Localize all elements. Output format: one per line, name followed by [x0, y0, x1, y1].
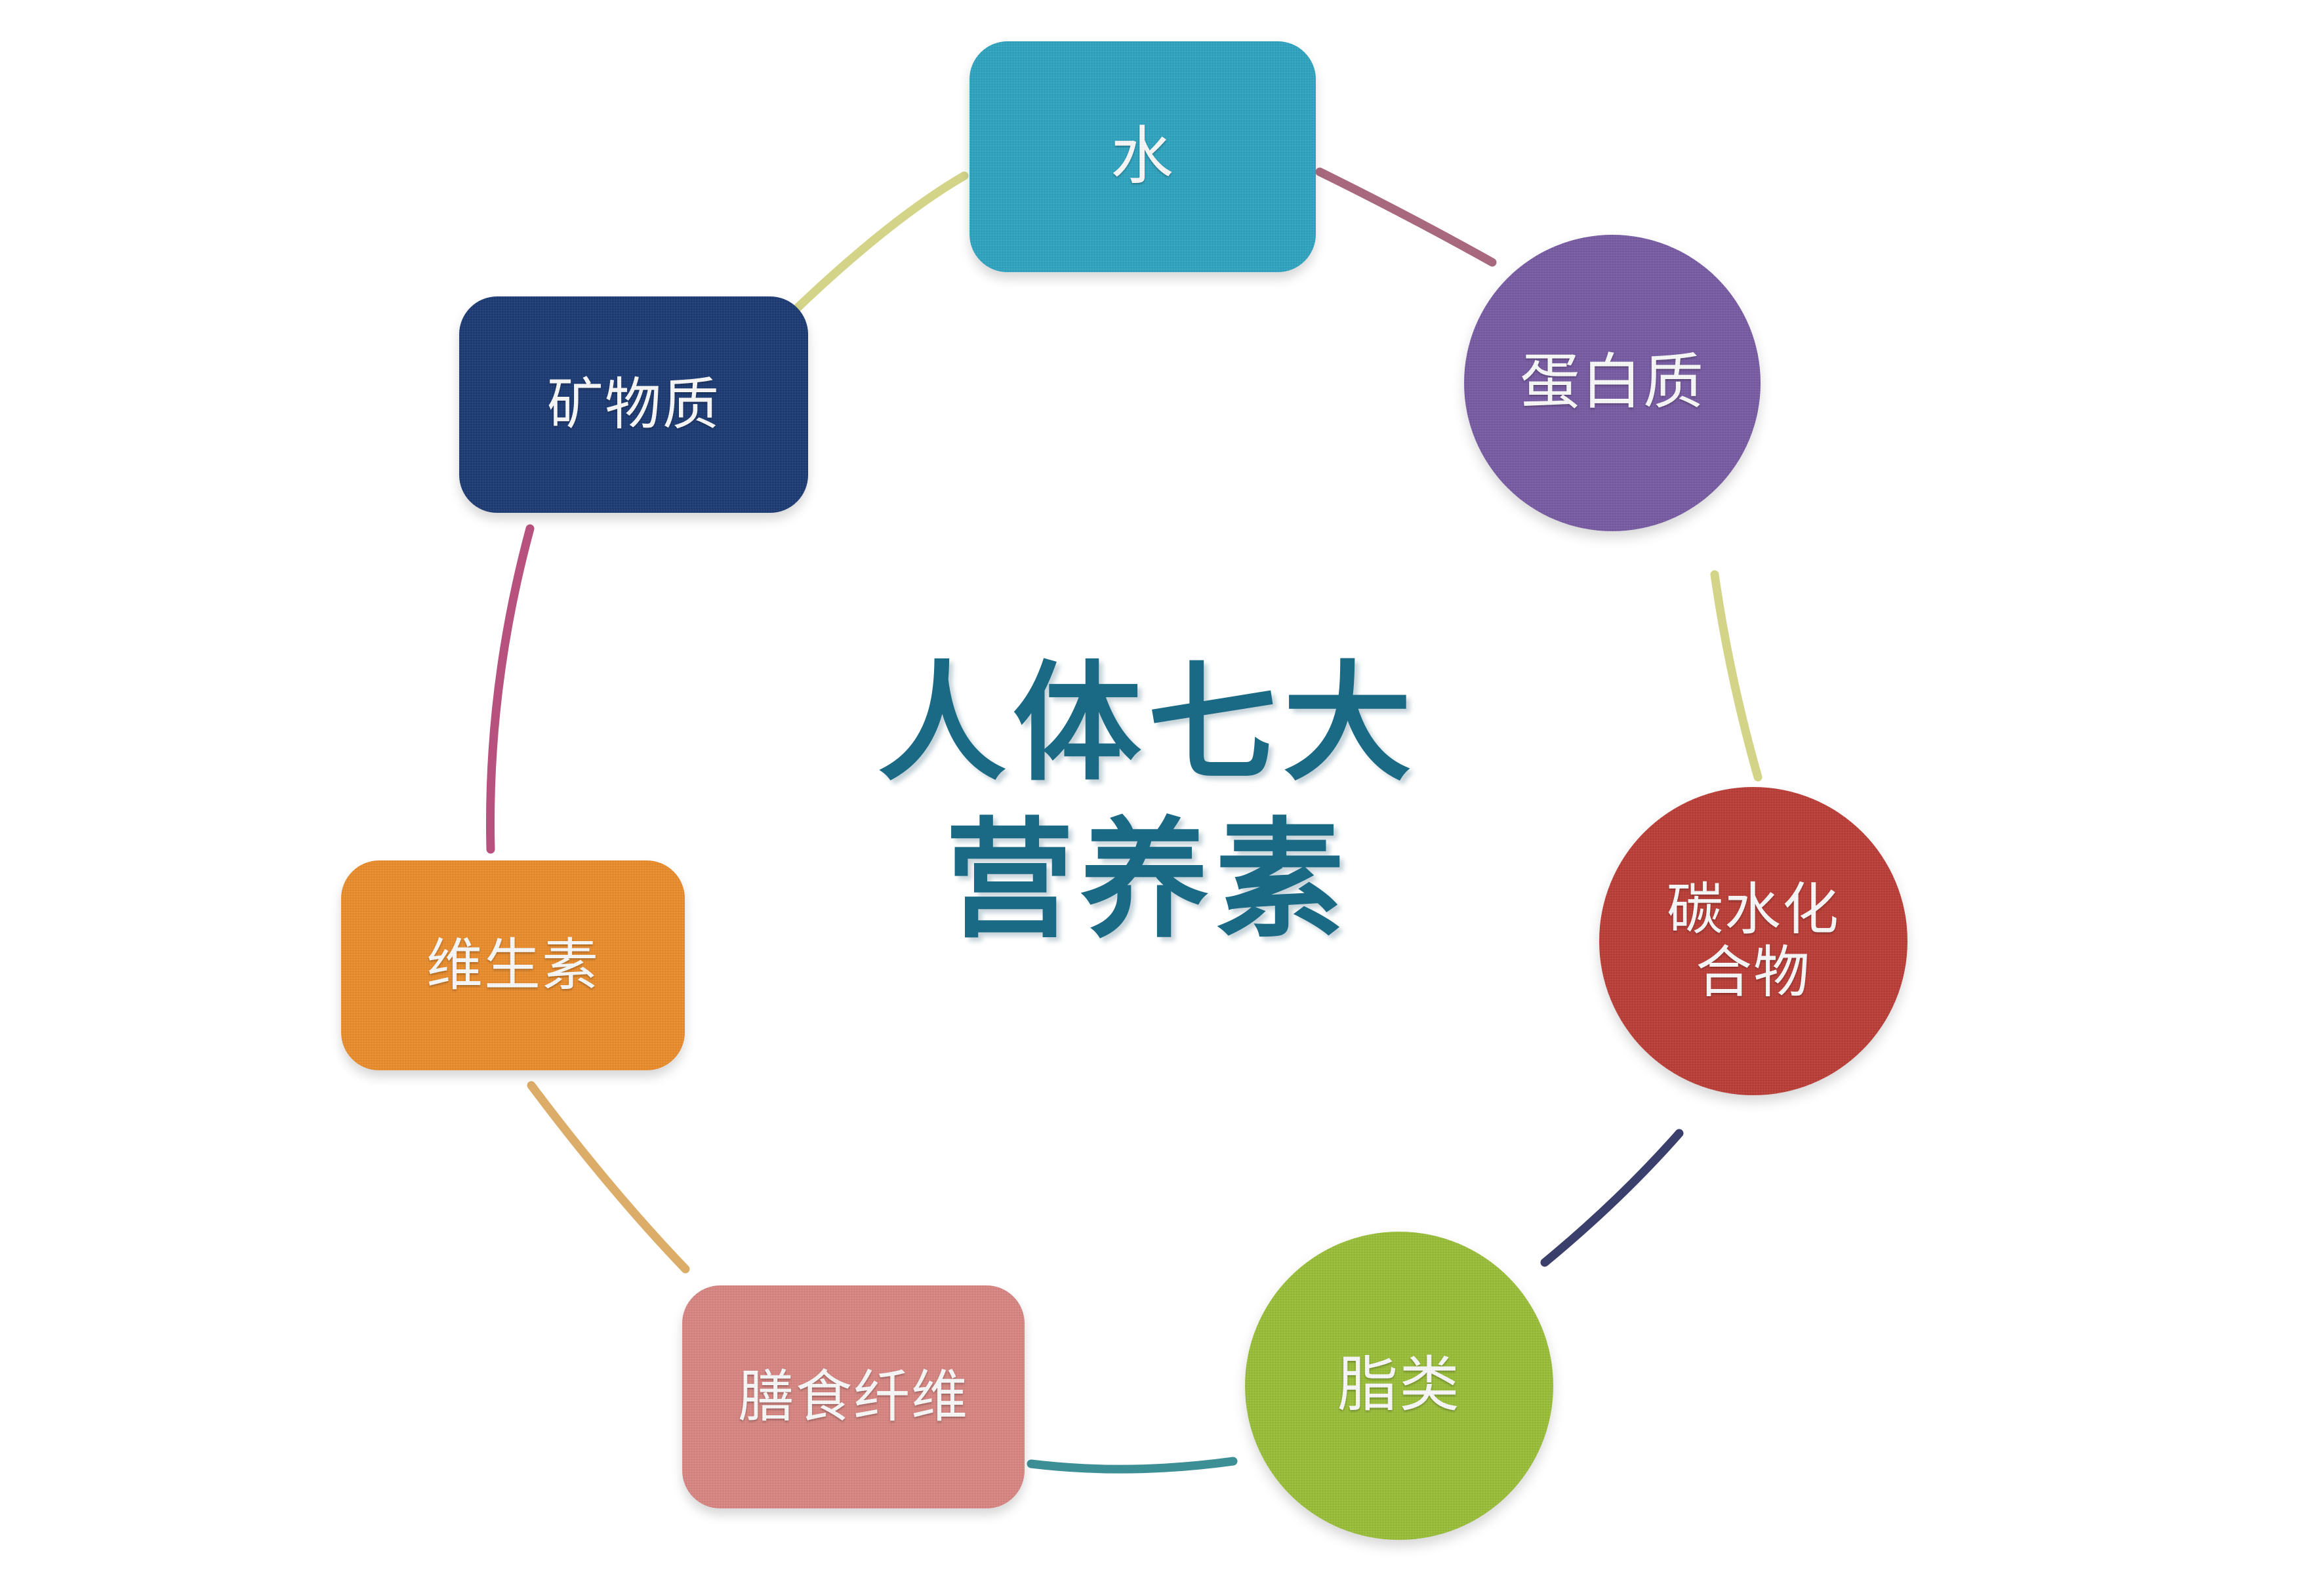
node-mineral-label: 矿物质 [547, 373, 720, 436]
node-dietary-fiber-label: 膳食纤维 [738, 1365, 969, 1428]
title-line-1: 人体七大 [877, 649, 1418, 799]
node-protein-label: 蛋白质 [1519, 349, 1705, 416]
node-carbohydrate-label: 碳水化 合物 [1667, 878, 1840, 1004]
node-carbohydrate[interactable]: 碳水化 合物 [1599, 787, 1907, 1095]
node-protein[interactable]: 蛋白质 [1464, 235, 1761, 531]
node-vitamin-label: 维生素 [426, 933, 600, 997]
node-dietary-fiber[interactable]: 膳食纤维 [682, 1285, 1025, 1508]
title-line-2: 营养素 [945, 806, 1351, 956]
connector-carb-to-fat [1540, 1129, 1684, 1267]
node-mineral[interactable]: 矿物质 [459, 296, 808, 513]
node-fat[interactable]: 脂类 [1245, 1232, 1553, 1540]
connector-water-to-protein [1315, 167, 1497, 267]
connector-vitamin-to-mineral [486, 524, 535, 854]
connector-mineral-to-water [792, 171, 969, 313]
connector-fiber-to-vitamin [527, 1081, 690, 1274]
node-vitamin[interactable]: 维生素 [341, 860, 685, 1070]
connector-protein-to-carb [1710, 570, 1763, 782]
node-fat-label: 脂类 [1337, 1352, 1461, 1419]
diagram-center-title: 人体七大营养素 [817, 646, 1479, 959]
node-water-label: 水 [1111, 121, 1175, 192]
connector-fat-to-fiber [1027, 1457, 1238, 1474]
node-water[interactable]: 水 [969, 41, 1316, 272]
